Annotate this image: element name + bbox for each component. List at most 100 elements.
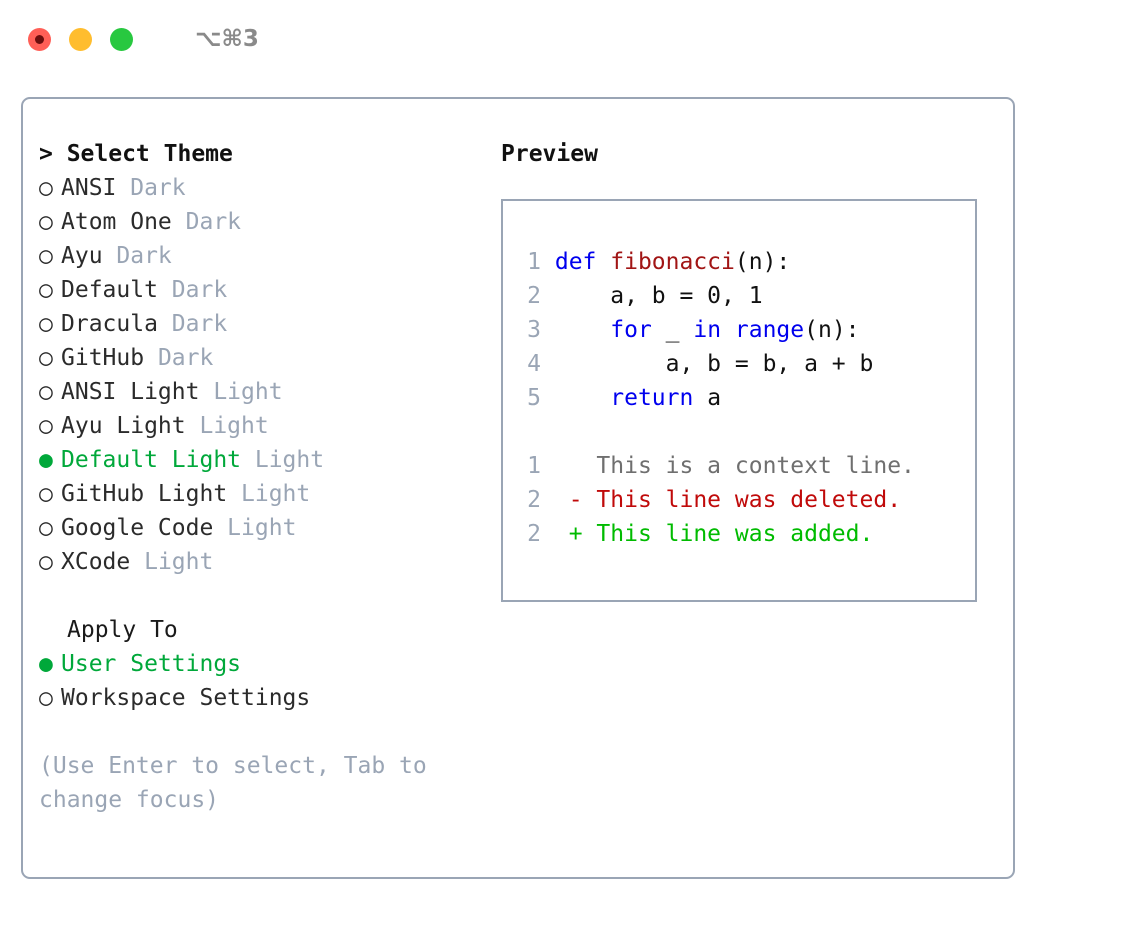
radio-unselected-icon: ○ [39, 175, 53, 201]
theme-option-9[interactable]: ○ GitHub Light Light [39, 477, 499, 511]
theme-option-2[interactable]: ○Ayu Dark [39, 239, 499, 273]
code-token: for [610, 317, 652, 343]
theme-option-3[interactable]: ○ Default Dark [39, 273, 499, 307]
code-token: in range [693, 317, 805, 343]
code-line: 5 return a [503, 381, 975, 415]
minimize-button[interactable] [69, 27, 92, 51]
option-label: Default [61, 277, 158, 303]
title-bar: ⌥⌘3 [0, 0, 1140, 78]
code-token: _ [651, 317, 694, 343]
radio-unselected-icon: ○ [39, 243, 53, 269]
zoom-button[interactable] [110, 27, 133, 51]
line-number: 2 [527, 521, 541, 547]
diff-line: 2 - This line was deleted. [503, 483, 975, 517]
option-variant-tag: Light [199, 379, 283, 405]
code-token: return [610, 385, 694, 411]
theme-option-1[interactable]: ○ Atom One Dark [39, 205, 499, 239]
traffic-lights [28, 27, 133, 51]
option-variant-tag: Dark [157, 311, 228, 337]
radio-unselected-icon: ○ [39, 209, 53, 235]
diff-line: 2 + This line was added. [503, 517, 975, 551]
theme-option-6[interactable]: ○ ANSI Light Light [39, 375, 499, 409]
option-variant-tag: Light [130, 549, 214, 575]
code-token [555, 385, 610, 411]
radio-unselected-icon: ○ [39, 345, 53, 371]
apply-to-option-0[interactable]: ● User Settings [39, 647, 499, 681]
option-label: XCode [61, 549, 131, 575]
line-number: 3 [527, 317, 541, 343]
code-line: 3 for _ in range(n): [503, 313, 975, 347]
line-number: 5 [527, 385, 541, 411]
apply-to-heading: Apply To [67, 617, 178, 643]
diff-marker [569, 453, 583, 479]
content-panel: > Select Theme ○ANSI Dark○Atom One Dark○… [21, 97, 1015, 879]
theme-option-5[interactable]: ○ GitHub Dark [39, 341, 499, 375]
radio-unselected-icon: ○ [39, 481, 53, 507]
option-variant-tag: Light [213, 515, 297, 541]
preview-column: Preview 1 def fibonacci(n):2 a, b = 0, 1… [501, 137, 1001, 602]
option-label: ANSI Light [61, 379, 200, 405]
code-token: def [554, 249, 611, 275]
theme-selector-column: > Select Theme ○ANSI Dark○Atom One Dark○… [39, 137, 499, 817]
code-token: (n): [734, 249, 791, 275]
option-variant-tag: Light [185, 413, 269, 439]
radio-unselected-icon: ○ [39, 549, 53, 575]
line-number: 4 [527, 351, 541, 377]
diff-line: 1 This is a context line. [503, 449, 975, 483]
line-number: 2 [527, 487, 541, 513]
radio-unselected-icon: ○ [39, 379, 53, 405]
theme-option-7[interactable]: ○Ayu Light Light [39, 409, 499, 443]
option-label: ANSI [61, 175, 117, 201]
option-variant-tag: Dark [102, 243, 172, 269]
option-variant-tag: Dark [116, 175, 186, 201]
radio-unselected-icon: ○ [39, 515, 53, 541]
option-label: Dracula [61, 311, 158, 337]
radio-selected-icon: ● [39, 651, 53, 677]
radio-unselected-icon: ○ [39, 277, 53, 303]
code-token: (n): [804, 317, 860, 343]
option-variant-tag: Light [241, 447, 325, 473]
apply-to-option-list[interactable]: ● User Settings ○ Workspace Settings [39, 647, 499, 715]
radio-unselected-icon: ○ [39, 685, 53, 711]
option-label: Ayu Light [61, 413, 186, 439]
section-spacer [39, 579, 499, 613]
option-variant-tag: Light [227, 481, 311, 507]
code-line: 4 a, b = b, a + b [503, 347, 975, 381]
diff-text: This line was added. [582, 521, 874, 547]
option-variant-tag: Dark [157, 277, 228, 303]
theme-option-8[interactable]: ●Default Light Light [39, 443, 499, 477]
close-button[interactable] [28, 27, 51, 51]
option-label: GitHub [61, 345, 145, 371]
code-token: a, b = b, a + b [554, 351, 874, 377]
option-label: Workspace Settings [61, 685, 311, 711]
diff-marker: + [568, 521, 583, 547]
option-label: User Settings [61, 651, 242, 677]
theme-option-10[interactable]: ○ Google Code Light [39, 511, 499, 545]
theme-option-11[interactable]: ○ XCode Light [39, 545, 499, 579]
diff-sample: 1 This is a context line.2 - This line w… [503, 449, 975, 551]
option-variant-tag: Dark [144, 345, 214, 371]
code-token [555, 317, 610, 343]
keyboard-shortcut-label: ⌥⌘3 [195, 26, 259, 52]
option-label: GitHub Light [61, 481, 228, 507]
line-number: 1 [527, 453, 541, 479]
radio-unselected-icon: ○ [39, 311, 53, 337]
diff-text: This is a context line. [582, 453, 915, 479]
code-line: 1 def fibonacci(n): [503, 245, 975, 279]
apply-to-option-1[interactable]: ○ Workspace Settings [39, 681, 499, 715]
theme-option-4[interactable]: ○ Dracula Dark [39, 307, 499, 341]
code-token: fibonacci [610, 249, 735, 275]
option-label: Google Code [61, 515, 214, 541]
keyboard-hint-text: (Use Enter to select, Tab to change focu… [39, 753, 441, 813]
theme-option-0[interactable]: ○ ANSI Dark [39, 171, 499, 205]
theme-option-list[interactable]: ○ANSI Dark○Atom One Dark○Ayu Dark○Defaul… [39, 171, 499, 579]
option-variant-tag: Dark [171, 209, 242, 235]
code-token: a [693, 385, 722, 411]
preview-heading: Preview [501, 141, 598, 167]
option-label: Atom One [61, 209, 172, 235]
radio-selected-icon: ● [39, 447, 53, 473]
code-line: 2 a, b = 0, 1 [503, 279, 975, 313]
